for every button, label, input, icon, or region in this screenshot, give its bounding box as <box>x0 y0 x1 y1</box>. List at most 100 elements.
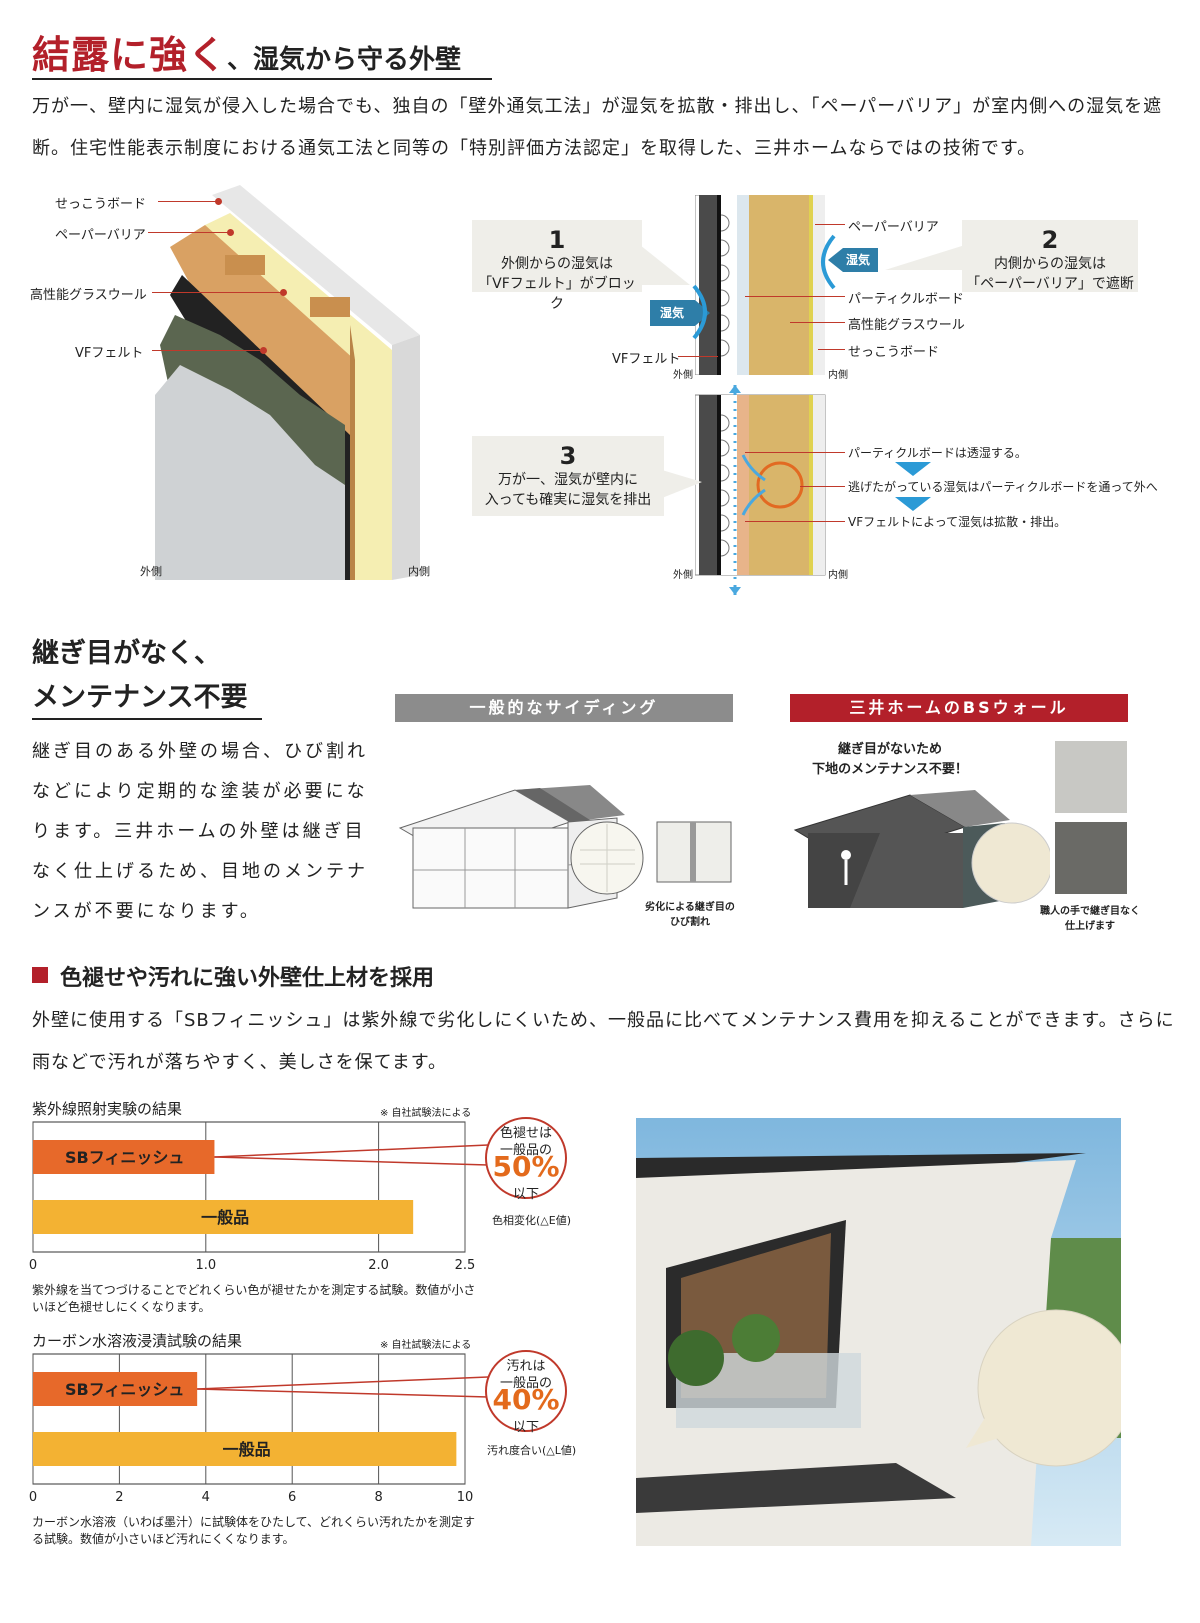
section1-title: 結露に強く、湿気から守る外壁 <box>32 24 461 79</box>
caption-line: 継ぎ目がないため <box>837 742 942 757</box>
callout-line: 一般品の <box>499 1143 552 1158</box>
chart1-bar-1 <box>33 1200 414 1234</box>
block-arc-icon <box>821 234 836 290</box>
leader-line <box>678 356 718 357</box>
chart2-pointer-line <box>197 1388 489 1398</box>
leader-dot <box>260 347 267 354</box>
leader-line <box>745 452 845 453</box>
callout-3: 3 万が一、湿気が壁内に 入っても確実に湿気を排出 <box>472 436 664 516</box>
title-rule <box>32 718 262 720</box>
chart1-tick-label: 2.0 <box>368 1258 389 1273</box>
leader-line <box>158 201 218 202</box>
banner-general-siding: 一般的なサイディング <box>395 694 733 722</box>
leader-line <box>745 521 845 522</box>
general-caption: 劣化による継ぎ目の ひび割れ <box>640 898 740 928</box>
callout-line: 色褪せは <box>499 1126 552 1141</box>
step-2: 逃げたがっている湿気はパーティクルボードを通って外へ。 <box>848 480 1158 494</box>
chart1-description: 紫外線を当てつづけることでどれくらい色が褪せたかを測定する試験。数値が小さいほど… <box>32 1283 476 1314</box>
callout-text: 入っても確実に湿気を排出 <box>484 492 652 508</box>
chart2-bar-1 <box>33 1432 457 1466</box>
leader-line <box>815 224 845 225</box>
title-line: 継ぎ目がなく、 <box>32 638 221 669</box>
chart2-bar-label-0: SBフィニッシュ <box>65 1380 184 1399</box>
chart1-title: 紫外線照射実験の結果 <box>32 1100 183 1118</box>
banner-bs-wall: 三井ホームのBSウォール <box>790 694 1128 722</box>
chart1-pointer-line <box>214 1144 489 1158</box>
chart2-tick-label: 2 <box>115 1490 123 1505</box>
chart2-pct-box: 40% <box>485 1385 567 1415</box>
callout-text: 「ペーパーバリア」で遮断 <box>966 276 1134 292</box>
stud-block <box>310 297 350 317</box>
craftsman-photo-1 <box>1055 741 1127 813</box>
step-arrow-icon <box>895 497 931 511</box>
bs-house-illustration <box>793 790 1050 908</box>
caption-line: ひび割れ <box>670 917 710 928</box>
heading-square-icon <box>32 967 48 983</box>
chart2-tick-label: 10 <box>457 1490 474 1505</box>
callout-text: 万が一、湿気が壁内に <box>498 472 638 488</box>
chart2-title: カーボン水溶液浸漬試験の結果 <box>32 1332 243 1350</box>
callout-pointer <box>640 245 690 285</box>
caption-line: 仕上げます <box>1065 921 1115 932</box>
label-gypsum: せっこうボード <box>55 197 147 212</box>
leader-line <box>152 350 262 351</box>
callout-pointer <box>885 245 965 270</box>
chart1-pct-box: 50% <box>485 1152 567 1182</box>
section2-paragraph: 継ぎ目のある外壁の場合、ひび割れなどにより定期的な塗装が必要になります。三井ホー… <box>32 741 368 922</box>
chart2-description: カーボン水溶液（いわば墨汁）に試験体をひたして、どれくらい汚れたかを測定する試験… <box>32 1515 476 1546</box>
title-rule <box>32 78 492 80</box>
label-paper-barrier: ペーパーバリア <box>848 220 939 235</box>
leader-line <box>152 292 282 293</box>
chart2-pct-wrap: 40% <box>485 1385 567 1415</box>
chart2-metric: 汚れ度合い(△L値) <box>487 1444 577 1457</box>
chart2-bar-0 <box>33 1372 198 1406</box>
caption-line: 劣化による継ぎ目の <box>645 902 735 913</box>
label-particle-board: パーティクルボード <box>848 292 964 307</box>
chart2-note: ※ 自社試験法による <box>380 1340 472 1351</box>
callout-1: 1 外側からの湿気は 「VFフェルト」がブロック <box>472 220 642 312</box>
chart2-pointer-line <box>197 1376 489 1390</box>
callout-text: 「VFフェルト」がブロック <box>478 276 636 312</box>
label-inside: 内側 <box>408 565 430 578</box>
label-outside: 外側 <box>140 565 162 578</box>
leader-line <box>745 296 845 297</box>
callout-pointer <box>662 470 702 498</box>
leader-dot <box>215 198 222 205</box>
chart1-callout-below: 以下 <box>512 1187 539 1202</box>
section1-paragraph: 万が一、壁内に湿気が侵入した場合でも、独自の「壁外通気工法」が湿気を拡散・排出し… <box>32 96 1163 159</box>
chart2-tick-label: 8 <box>374 1490 382 1505</box>
chart1-tick-label: 2.5 <box>455 1258 476 1273</box>
chart1-note: ※ 自社試験法による <box>380 1108 472 1119</box>
label-outside: 外側 <box>673 370 693 381</box>
label-outside: 外側 <box>673 570 693 581</box>
leader-line <box>818 349 845 350</box>
chart1-tick-label: 1.0 <box>195 1258 216 1273</box>
leader-dot <box>280 289 287 296</box>
chart1-bar-label-0: SBフィニッシュ <box>65 1148 184 1167</box>
callout-2: 2 内側からの湿気は 「ペーパーバリア」で遮断 <box>962 220 1138 292</box>
vapor-arrow-outside: 湿気 <box>650 300 710 326</box>
chart2-bar-label-1: 一般品 <box>223 1440 271 1459</box>
leader-line <box>148 232 230 233</box>
block-arc-icon <box>692 284 707 340</box>
title-line: メンテナンス不要 <box>32 682 248 713</box>
house-photo <box>636 1118 1121 1546</box>
label-inside: 内側 <box>828 370 848 381</box>
section3-paragraph: 外壁に使用する「SBフィニッシュ」は紫外線で劣化しにくいため、一般品に比べてメン… <box>32 1010 1175 1073</box>
label-glass-wool: 高性能グラスウール <box>30 288 147 303</box>
section2-title: 継ぎ目がなく、 メンテナンス不要 <box>32 632 247 720</box>
step-1: パーティクルボードは透湿する。 <box>848 446 1027 460</box>
label-vf-felt: VFフェルト <box>75 346 144 361</box>
step-arrow-icon <box>895 462 931 476</box>
chart2-tick-label: 4 <box>202 1490 210 1505</box>
callout-line: 一般品の <box>499 1376 552 1391</box>
craft-caption: 職人の手で継ぎ目なく 仕上げます <box>1030 902 1150 932</box>
wall-section-diagram-top <box>695 195 825 375</box>
craftsman-photo-2 <box>1055 822 1127 894</box>
caption-line: 下地のメンテナンス不要！ <box>812 762 968 777</box>
bs-caption: 継ぎ目がないため 下地のメンテナンス不要！ <box>800 740 980 780</box>
chart1-pointer-line <box>214 1156 489 1166</box>
caption-line: 職人の手で継ぎ目なく <box>1040 906 1140 917</box>
